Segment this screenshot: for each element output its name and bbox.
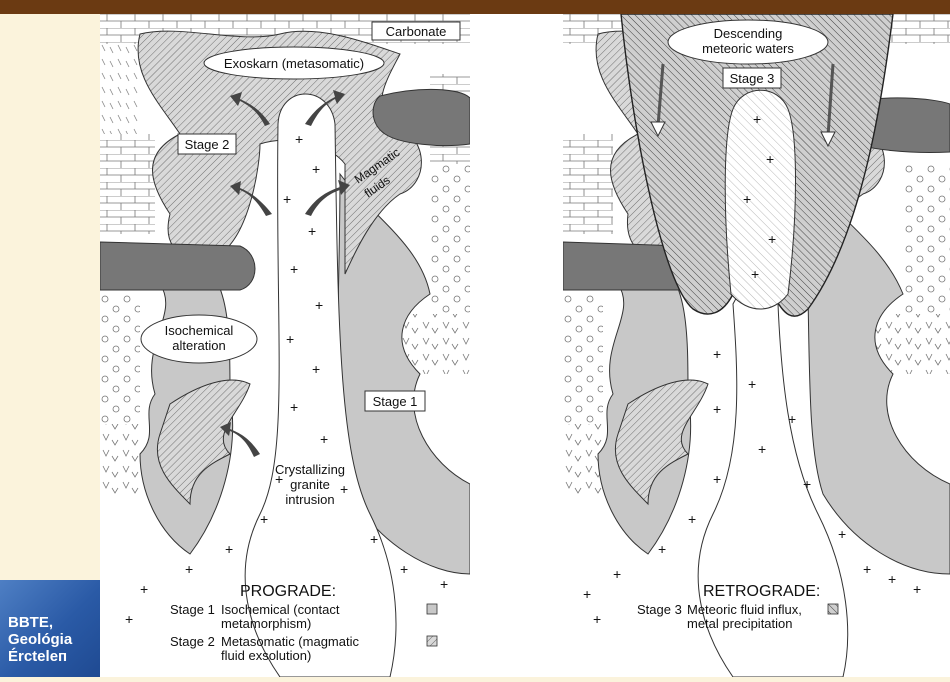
exoskarn-label: Exoskarn (metasomatic) (224, 56, 364, 71)
svg-text:+: + (768, 231, 776, 247)
svg-text:+: + (583, 586, 591, 602)
granite-label-1: Crystallizing (275, 462, 345, 477)
legend-stage1-text-1: Isochemical (contact (221, 602, 340, 617)
granite-label-3: intrusion (285, 492, 334, 507)
legend-stage3: Stage 3 (637, 602, 682, 617)
svg-text:+: + (713, 401, 721, 417)
caption-line-2: Geológia (8, 631, 100, 648)
stage3-label: Stage 3 (730, 71, 775, 86)
svg-text:+: + (312, 161, 320, 177)
svg-text:+: + (260, 511, 268, 527)
svg-text:+: + (713, 471, 721, 487)
legend-stage3-text-1: Meteoric fluid influx, (687, 602, 802, 617)
legend-stage1: Stage 1 (170, 602, 215, 617)
svg-text:+: + (295, 131, 303, 147)
circle-rock-right (430, 164, 470, 324)
dark-dike-left (100, 242, 255, 290)
retrograde-panel: +++ +++ +++ +++ +++ +++ +++ Descending m… (563, 14, 950, 677)
top-bar (0, 0, 950, 14)
svg-text:+: + (658, 541, 666, 557)
svg-text:+: + (125, 611, 133, 627)
svg-text:+: + (751, 266, 759, 282)
retrograde-title: RETROGRADE: (703, 583, 820, 600)
svg-text:+: + (370, 531, 378, 547)
svg-text:+: + (290, 261, 298, 277)
svg-text:+: + (863, 561, 871, 577)
stage1-label: Stage 1 (373, 394, 418, 409)
svg-text:+: + (788, 411, 796, 427)
svg-text:+: + (308, 223, 316, 239)
circle-rock-left (100, 294, 140, 424)
caption-line-1: BBTE, (8, 614, 100, 631)
carbonate-label: Carbonate (386, 24, 447, 39)
svg-text:+: + (593, 611, 601, 627)
svg-text:+: + (748, 376, 756, 392)
descending-label-2: meteoric waters (702, 41, 794, 56)
prograde-panel: +++ +++ +++ +++ +++ +++ ++ Carbonate Exo… (100, 14, 470, 677)
prograde-diagram: +++ +++ +++ +++ +++ +++ ++ Carbonate Exo… (100, 14, 470, 677)
legend-stage2-text-1: Metasomatic (magmatic (221, 634, 359, 649)
panel-gap (470, 14, 563, 677)
legend-stage2: Stage 2 (170, 634, 215, 649)
svg-text:+: + (888, 571, 896, 587)
stage2-label: Stage 2 (185, 137, 230, 152)
caption-line-3: Ércteleп (8, 648, 100, 665)
svg-text:+: + (340, 481, 348, 497)
svg-text:+: + (766, 151, 774, 167)
svg-text:+: + (838, 526, 846, 542)
descending-label-1: Descending (714, 26, 783, 41)
isochemical-label-2: alteration (172, 338, 225, 353)
brick-rock-left-r (563, 134, 613, 234)
legend-stage3-text-2: metal precipitation (687, 616, 793, 631)
isochemical-label-1: Isochemical (165, 323, 234, 338)
svg-text:+: + (312, 361, 320, 377)
legend-stage2-text-2: fluid exsolution) (221, 648, 311, 663)
svg-text:+: + (400, 561, 408, 577)
prograde-title: PROGRADE: (240, 583, 336, 600)
svg-text:+: + (803, 476, 811, 492)
left-margin (0, 14, 100, 677)
svg-text:+: + (286, 331, 294, 347)
svg-text:+: + (283, 191, 291, 207)
svg-text:+: + (320, 431, 328, 447)
svg-text:+: + (613, 566, 621, 582)
brick-rock-left (100, 134, 155, 234)
legend-swatch-stage1 (427, 604, 437, 614)
granite-label-2: granite (290, 477, 330, 492)
legend-swatch-stage2 (427, 636, 437, 646)
svg-text:+: + (140, 581, 148, 597)
svg-text:+: + (713, 346, 721, 362)
circle-rock-right-r (903, 164, 950, 324)
slide-caption: BBTE, Geológia Ércteleп (8, 614, 100, 677)
retrograde-diagram: +++ +++ +++ +++ +++ +++ +++ Descending m… (563, 14, 950, 677)
svg-text:+: + (315, 297, 323, 313)
svg-text:+: + (913, 581, 921, 597)
circle-rock-left-r (563, 294, 603, 424)
svg-text:+: + (225, 541, 233, 557)
svg-text:+: + (743, 191, 751, 207)
svg-text:+: + (688, 511, 696, 527)
legend-stage1-text-2: metamorphism) (221, 616, 311, 631)
vee-rock-left (100, 424, 140, 494)
svg-text:+: + (290, 399, 298, 415)
dashed-rock (100, 44, 140, 134)
svg-text:+: + (758, 441, 766, 457)
legend-swatch-stage3 (828, 604, 838, 614)
svg-text:+: + (753, 111, 761, 127)
svg-text:+: + (440, 576, 448, 592)
svg-text:+: + (185, 561, 193, 577)
vee-rock-left-r (563, 424, 603, 494)
